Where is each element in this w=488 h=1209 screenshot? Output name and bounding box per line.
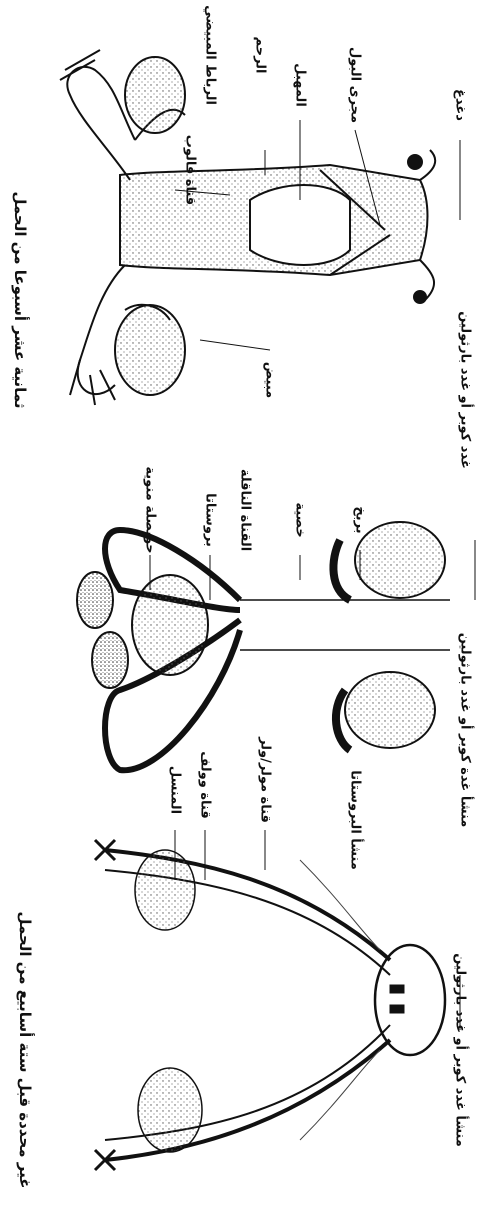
label-ovary: مبيض	[263, 362, 278, 398]
gonad-top	[135, 850, 195, 930]
label-vas-deferens: القناة الناقلة	[238, 469, 253, 551]
label-clitoris: دغدغ	[453, 89, 468, 121]
gonad-bottom	[138, 1068, 202, 1152]
label-urethra: مجرى البول	[348, 47, 363, 123]
label-prostate: بروستاتا	[203, 493, 218, 547]
urogenital-sinus	[375, 945, 445, 1055]
fallopian-tube-right	[67, 67, 135, 180]
label-fallopian-tube: قناة فالوب	[183, 135, 198, 205]
label-prostate-origin: منشأ البروستاتا	[348, 770, 363, 870]
label-bulbourethral-origin: منشأ غدد كوبر أو غدد بارثولين	[453, 953, 468, 1147]
testis-top	[355, 522, 445, 598]
female-title: ثمانية عشر أسبوعا من الحمل	[11, 191, 29, 408]
female-diagram	[60, 50, 435, 405]
label-epididymis: بربخ	[353, 506, 368, 533]
label-testis: خصية	[293, 502, 308, 537]
penis-shape	[240, 600, 450, 650]
label-cowper-female: غدد كوبر أو غدد بارثولين	[458, 311, 473, 469]
label-wolffian-duct: قناة وولف	[198, 751, 213, 818]
ovary-left	[115, 305, 185, 395]
clitoris-dot	[408, 155, 422, 169]
label-cowper-male: منشأ غدة كوبر أو غدد بارثولين	[458, 633, 473, 828]
indifferent-title: غير محددة قبل ستة أسابيع من الحمل	[16, 912, 34, 1189]
seminal-vesicle-top	[77, 572, 113, 628]
testis-bottom	[345, 672, 435, 748]
label-vagina: المهبل	[293, 63, 308, 107]
ovary-right	[125, 57, 185, 133]
label-mullerian-duct: قناة مولر/ولر	[258, 737, 273, 823]
cowper-dot	[414, 291, 426, 303]
seminal-vesicle-bottom	[92, 632, 128, 688]
label-uterus: الرحم	[253, 37, 268, 74]
label-seminal-vesicle: حويصلة منوية	[143, 466, 158, 553]
male-diagram	[77, 522, 450, 770]
prostate-shape	[132, 575, 208, 675]
label-gonad: المنسل	[168, 766, 183, 814]
label-broad-ligament: الرباط المبيضي	[203, 5, 218, 105]
indifferent-diagram	[95, 840, 445, 1170]
epididymis-top	[333, 540, 350, 600]
